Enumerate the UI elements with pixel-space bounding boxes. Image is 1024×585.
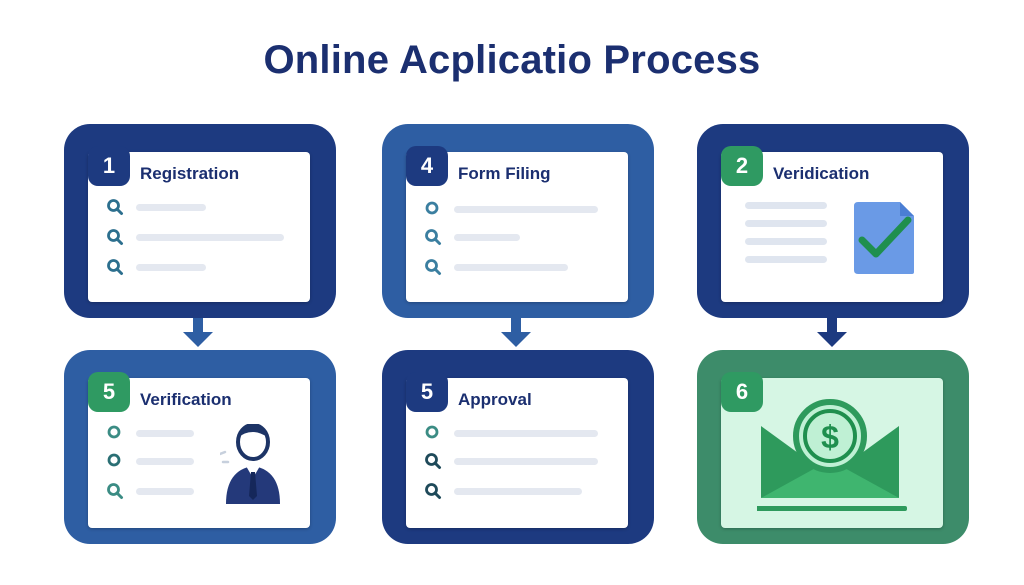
step-card-payment: 6 $ — [697, 350, 969, 544]
document-line — [745, 220, 827, 227]
step-number-badge: 1 — [88, 146, 130, 186]
placeholder-line — [454, 206, 598, 213]
search-icon — [106, 198, 124, 216]
search-icon — [424, 228, 442, 246]
search-icon — [424, 482, 442, 500]
step-number-badge: 2 — [721, 146, 763, 186]
money-envelope-icon: $ — [757, 399, 907, 511]
placeholder-line — [454, 234, 520, 241]
arrow-down-icon — [499, 318, 533, 348]
step-card-approval: 5 Approval — [382, 350, 654, 544]
arrow-down-icon — [181, 318, 215, 348]
placeholder-line — [136, 430, 194, 437]
dollar-icon: $ — [821, 419, 839, 455]
search-icon — [106, 228, 124, 246]
step-number-badge: 5 — [406, 372, 448, 412]
search-icon — [106, 482, 124, 500]
placeholder-line — [136, 264, 206, 271]
placeholder-line — [454, 458, 598, 465]
step-card-veridication: 2 Veridication — [697, 124, 969, 318]
step-title: Form Filing — [458, 164, 551, 183]
arrow-down-icon — [815, 318, 849, 348]
circle-icon — [106, 424, 124, 442]
search-icon — [424, 452, 442, 470]
placeholder-line — [136, 488, 194, 495]
circle-icon — [106, 452, 124, 470]
document-line — [745, 238, 827, 245]
placeholder-line — [454, 488, 582, 495]
placeholder-line — [136, 458, 194, 465]
step-card-registration: 1 Registration — [64, 124, 336, 318]
checkbox-check-icon — [854, 202, 914, 274]
search-icon — [106, 258, 124, 276]
circle-icon — [424, 424, 442, 442]
placeholder-line — [454, 264, 568, 271]
step-title: Veridication — [773, 164, 870, 183]
step-title: Verification — [140, 390, 232, 409]
step-title: Approval — [458, 390, 532, 409]
person-icon — [220, 424, 280, 504]
document-line — [745, 256, 827, 263]
search-icon — [424, 258, 442, 276]
document-line — [745, 202, 827, 209]
step-card-form-filing: 4 Form Filing — [382, 124, 654, 318]
step-card-verification: 5 Verification — [64, 350, 336, 544]
step-title: Registration — [140, 164, 240, 183]
step-number-badge: 6 — [721, 372, 763, 412]
placeholder-line — [136, 204, 206, 211]
page-title: Online Acplicatio Process — [263, 38, 761, 82]
step-number-badge: 4 — [406, 146, 448, 186]
circle-icon — [424, 200, 442, 218]
placeholder-line — [136, 234, 284, 241]
placeholder-line — [454, 430, 598, 437]
step-number-badge: 5 — [88, 372, 130, 412]
